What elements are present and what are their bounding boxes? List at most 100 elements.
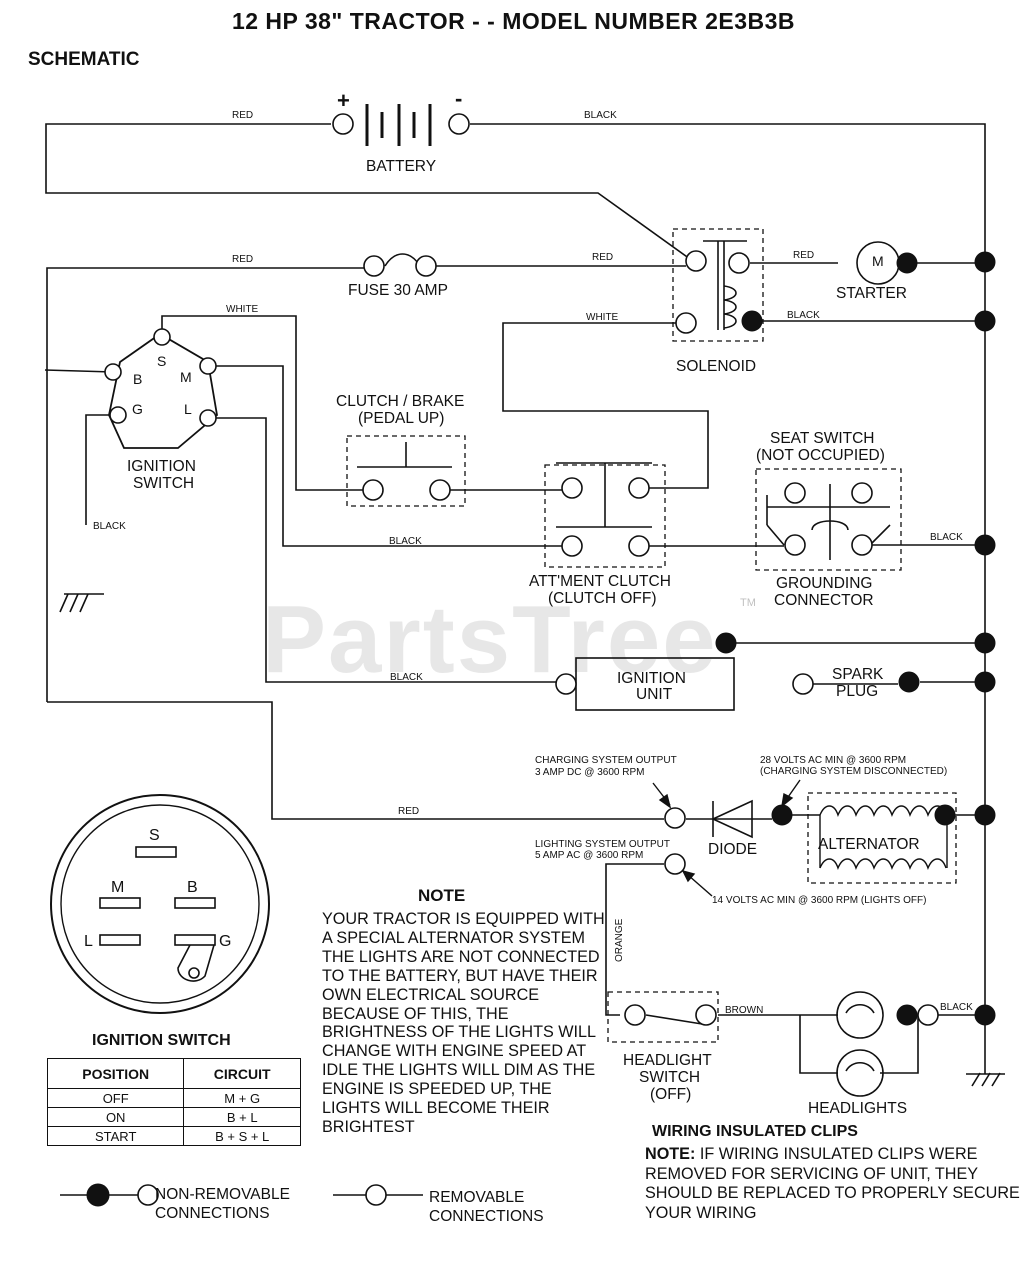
face-l: L — [84, 933, 93, 950]
removable-connection — [363, 255, 385, 277]
grounding-label-2: CONNECTOR — [774, 592, 874, 609]
gnd-line-1 — [59, 593, 69, 613]
seat-switch-box — [755, 468, 902, 571]
removable-connection — [561, 535, 583, 557]
wire-red-diode — [47, 701, 664, 820]
removable-connection — [104, 363, 122, 381]
hl-switch-label-3: (OFF) — [650, 1086, 691, 1103]
cell-circuit: M + G — [183, 1088, 301, 1108]
wire-hl-lower — [799, 1015, 919, 1074]
clips-heading: WIRING INSULATED CLIPS — [652, 1123, 858, 1140]
ignition-switch-face — [50, 794, 270, 1014]
wire-white-solenoid — [502, 322, 709, 489]
removable-connection — [332, 113, 354, 135]
wire-red-fuse — [46, 267, 364, 702]
grounding-label-1: GROUNDING — [776, 575, 872, 592]
ignition-table: POSITION CIRCUIT OFF M + G ON B + L STAR… — [46, 1058, 301, 1146]
face-g: G — [219, 933, 231, 950]
wire-label-white-1: WHITE — [226, 304, 259, 315]
non-removable-connection — [896, 252, 918, 274]
wire-label-black-3: BLACK — [93, 521, 126, 532]
headlights-label: HEADLIGHTS — [808, 1100, 907, 1117]
battery-symbol — [365, 104, 432, 146]
diode-label: DIODE — [708, 841, 757, 858]
removable-connection — [153, 328, 171, 346]
terminal-l: L — [184, 401, 192, 417]
note-body: YOUR TRACTOR IS EQUIPPED WITH A SPECIAL … — [322, 910, 605, 1136]
wire-label-black-6: BLACK — [390, 672, 423, 683]
non-removable-connection — [974, 804, 996, 826]
seat-switch-label-1: SEAT SWITCH — [770, 430, 875, 447]
spec-28v-2: (CHARGING SYSTEM DISCONNECTED) — [760, 766, 947, 777]
wire-label-black-2: BLACK — [787, 310, 820, 321]
removable-connection — [561, 477, 583, 499]
legend-removable-1: REMOVABLE — [429, 1189, 524, 1206]
wire-label-black-5: BLACK — [930, 532, 963, 543]
removable-connection — [728, 252, 750, 274]
wire-orange — [605, 863, 664, 1016]
col-circuit: CIRCUIT — [183, 1058, 301, 1089]
removable-connection — [664, 807, 686, 829]
attment-clutch-box — [544, 464, 666, 568]
face-s: S — [149, 827, 160, 844]
removable-connection — [695, 1004, 717, 1026]
wire-b-left — [44, 369, 114, 373]
terminal-s: S — [157, 353, 166, 369]
clips-note-body: IF WIRING INSULATED CLIPS WERE REMOVED F… — [645, 1145, 1020, 1222]
wire-label-brown: BROWN — [725, 1005, 763, 1016]
non-removable-connection — [974, 632, 996, 654]
ign-switch-label-2: SWITCH — [133, 475, 194, 492]
non-removable-connection — [974, 1004, 996, 1026]
legend-removable-2: CONNECTIONS — [429, 1208, 544, 1225]
removable-connection — [851, 534, 873, 556]
legend-nonremovable-1: NON-REMOVABLE — [155, 1186, 290, 1203]
face-m: M — [111, 879, 124, 896]
face-b: B — [187, 879, 198, 896]
seat-switch-label-2: (NOT OCCUPIED) — [756, 447, 885, 464]
cell-position: START — [46, 1126, 185, 1146]
wire-label-black-4: BLACK — [389, 536, 422, 547]
clips-note-label: NOTE: — [645, 1145, 696, 1163]
minus-sign: - — [455, 86, 462, 111]
non-removable-connection — [771, 804, 793, 826]
attment-label-1: ATT'MENT CLUTCH — [529, 573, 671, 590]
removable-connection — [415, 255, 437, 277]
ign-unit-label-2: UNIT — [636, 686, 673, 703]
wire-red-battery — [45, 123, 691, 260]
wire-label-red-5: RED — [398, 806, 419, 817]
removable-connection — [137, 1184, 159, 1206]
terminal-m: M — [180, 369, 192, 385]
watermark-tm: TM — [740, 597, 756, 609]
solenoid-label: SOLENOID — [676, 358, 756, 375]
non-removable-connection — [741, 310, 763, 332]
non-removable-connection — [974, 534, 996, 556]
spec-charging-2: 3 AMP DC @ 3600 RPM — [535, 767, 644, 778]
plus-sign: + — [337, 88, 350, 113]
removable-connection — [448, 113, 470, 135]
removable-connection — [792, 673, 814, 695]
cell-circuit: B + S + L — [183, 1126, 301, 1146]
non-removable-connection — [974, 251, 996, 273]
spec-charging-1: CHARGING SYSTEM OUTPUT — [535, 755, 677, 766]
clips-note: NOTE: IF WIRING INSULATED CLIPS WERE REM… — [645, 1145, 1020, 1223]
gnd-line-2 — [971, 1072, 981, 1087]
solenoid-box — [672, 228, 764, 342]
removable-connection — [685, 250, 707, 272]
hl-switch-label-1: HEADLIGHT — [623, 1052, 712, 1069]
removable-connection — [851, 482, 873, 504]
headlight-switch-bar — [645, 1014, 703, 1025]
wire-label-black-1: BLACK — [584, 110, 617, 121]
spec-14v: 14 VOLTS AC MIN @ 3600 RPM (LIGHTS OFF) — [712, 895, 926, 906]
hl-switch-label-2: SWITCH — [639, 1069, 700, 1086]
removable-connection — [199, 357, 217, 375]
ign-unit-label-1: IGNITION — [617, 670, 686, 687]
spec-lighting-1: LIGHTING SYSTEM OUTPUT — [535, 839, 670, 850]
diode-symbol — [711, 799, 753, 839]
section-title: SCHEMATIC — [28, 49, 140, 70]
removable-connection — [199, 409, 217, 427]
clutch-brake-label-2: (PEDAL UP) — [358, 410, 444, 427]
non-removable-connection — [934, 804, 956, 826]
battery-label: BATTERY — [366, 158, 436, 175]
